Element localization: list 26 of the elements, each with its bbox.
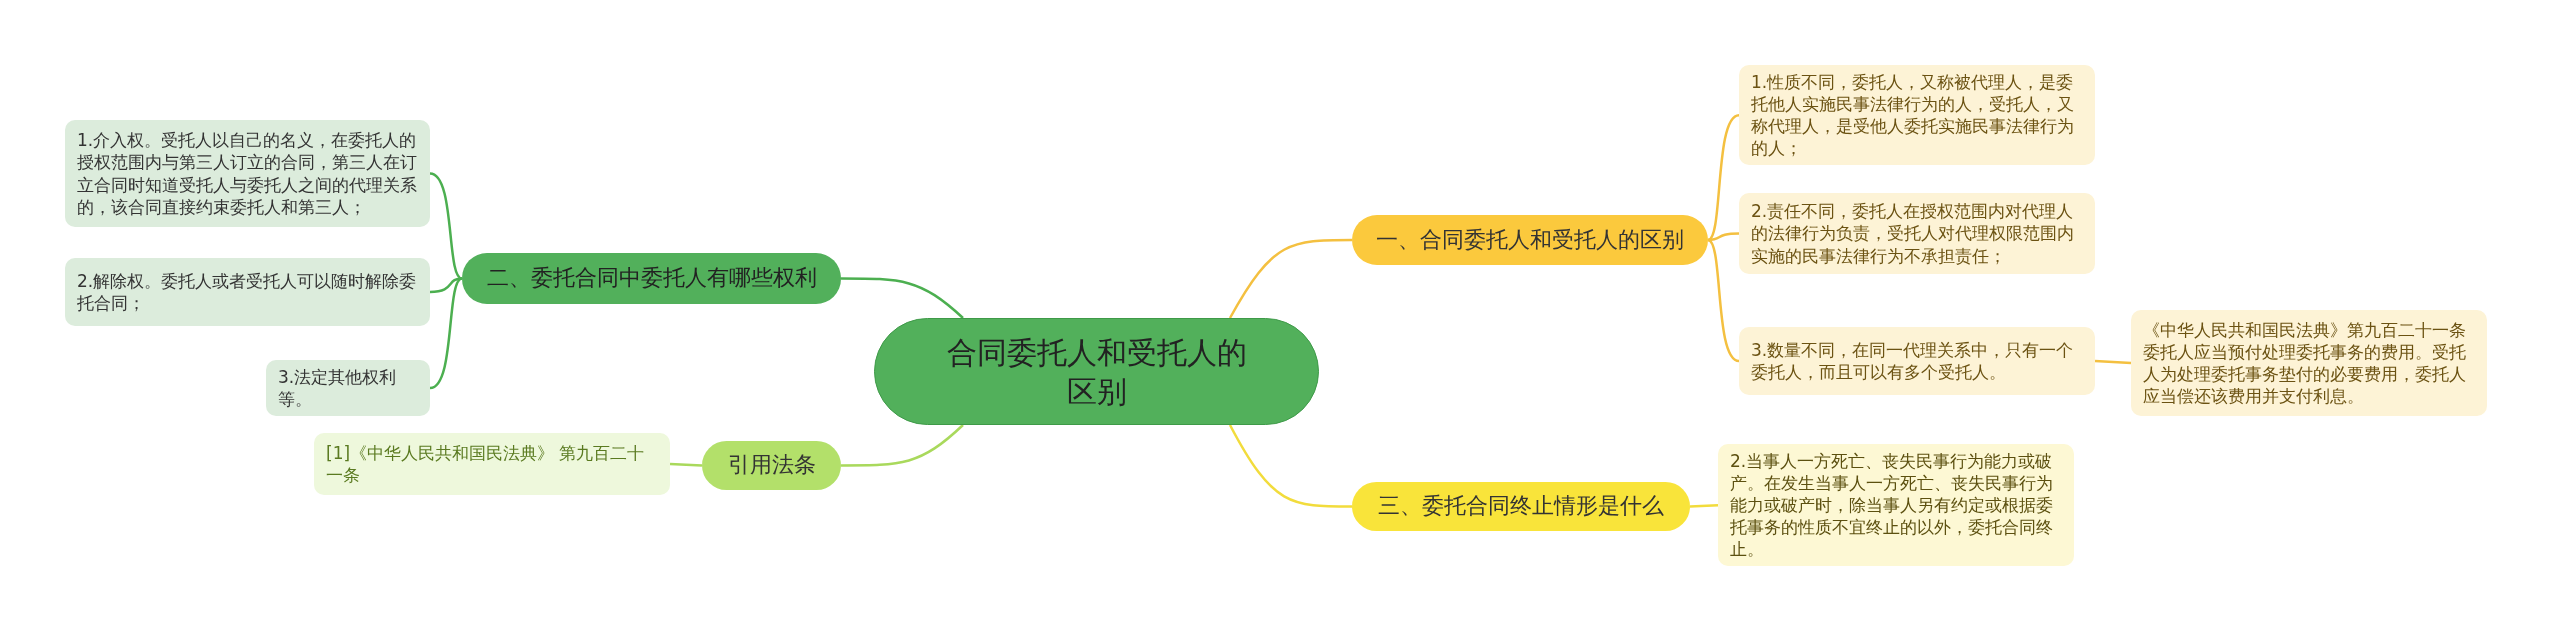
note-box: 2.解除权。委托人或者受托人可以随时解除委托合同； [65,258,430,326]
connector-line [841,424,964,467]
connector-line [1689,504,1719,508]
connector-line [429,277,463,390]
connector-line [1707,114,1740,241]
connector-line [1228,424,1352,508]
note-box: 2.责任不同，委托人在授权范围内对代理人的法律行为负责，受托人对代理权限范围内实施的民事法律行为不承担责任； [1739,193,2095,274]
connector-line [1707,238,1740,363]
connector-line [841,277,964,319]
note-box: 2.当事人一方死亡、丧失民事行为能力或破产。在发生当事人一方死亡、丧失民事行为能力或破产时，除当事人另有约定或根据委托事务的性质不宜终止的以外，委托合同终止。 [1718,444,2074,567]
topic-box: 一、合同委托人和受托人的区别 [1352,215,1708,265]
topic-box: 二、委托合同中委托人有哪些权利 [462,253,841,304]
connector-line [669,462,703,467]
note-box: 3.数量不同，在同一代理关系中，只有一个委托人，而且可以有多个受托人。 [1739,327,2095,395]
central-topic-box: 合同委托人和受托人的区别 [874,318,1319,425]
topic-box: 引用法条 [702,441,841,490]
connector-line [1228,238,1352,319]
note-box: 1.性质不同，委托人，又称被代理人，是委托他人实施民事法律行为的人，受托人，又称代理人，是受他人委托实施民事法律行为的人； [1739,65,2095,166]
connector-line [1707,232,1740,242]
connector-line [2094,359,2132,365]
connector-line [429,172,463,280]
note-box: [1]《中华人民共和国民法典》 第九百二十一条 [314,433,670,495]
note-box: 1.介入权。受托人以自己的名义，在委托人的授权范围内与第三人订立的合同，第三人在订立合同时知道受托人与委托人之间的代理关系的，该合同直接约束委托人和第三人； [65,120,430,227]
topic-box: 三、委托合同终止情形是什么 [1352,482,1690,531]
note-box: 3.法定其他权利等。 [266,360,430,417]
note-box: 《中华人民共和国民法典》第九百二十一条委托人应当预付处理委托事务的费用。受托人为处理委托事务垫付的必要费用，委托人应当偿还该费用并支付利息。 [2131,310,2487,416]
